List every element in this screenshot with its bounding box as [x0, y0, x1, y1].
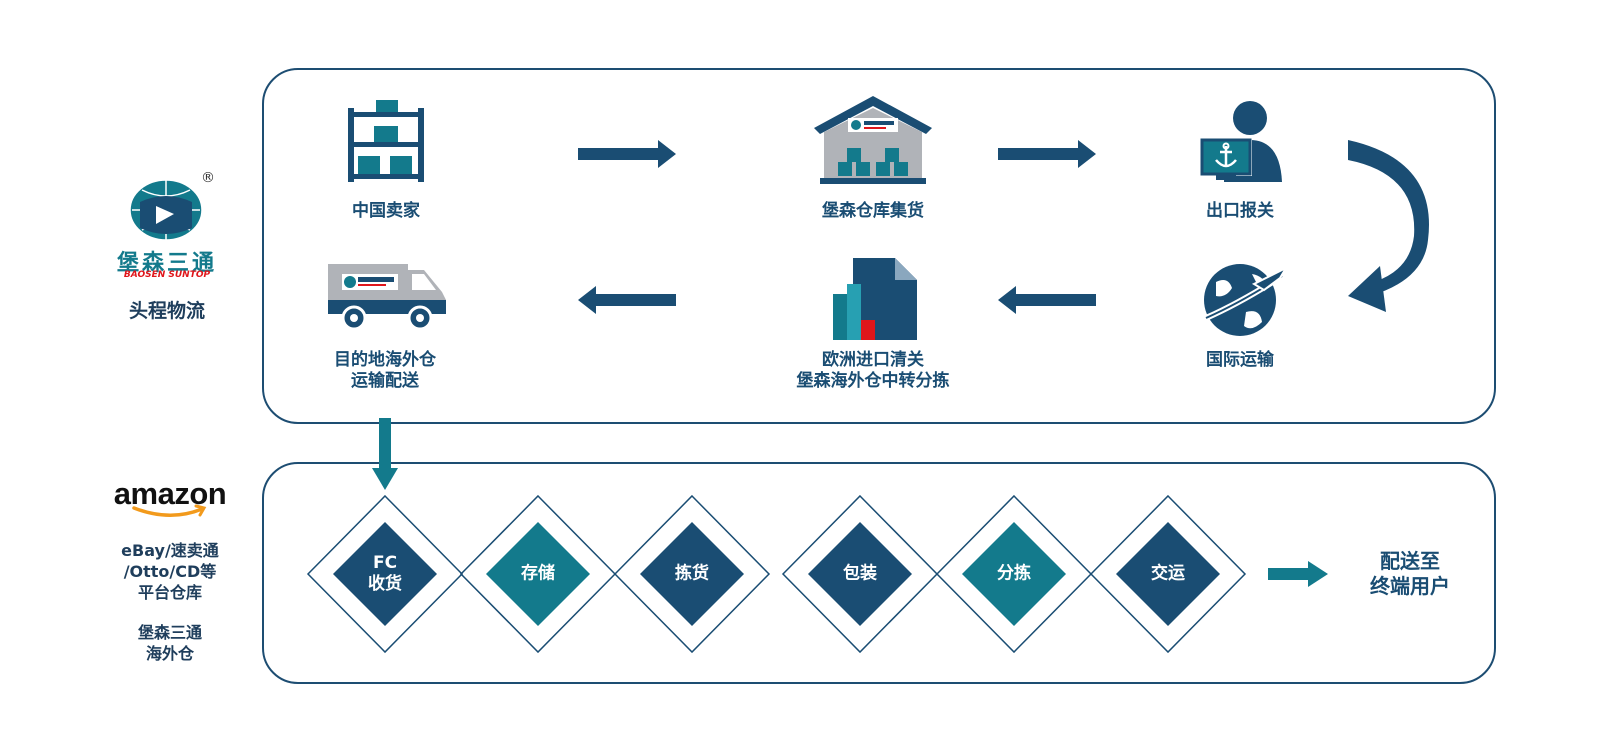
end-user-line-2: 终端用户: [1370, 574, 1450, 598]
section-label-first-mile: 头程物流: [128, 300, 205, 322]
step-packing-label: 包装: [843, 563, 877, 584]
end-user-line-1: 配送至: [1380, 549, 1440, 573]
diamond-fc-receiving: [306, 494, 464, 654]
arrow-left-icon: [998, 286, 1096, 314]
diamond-packing: [781, 494, 939, 654]
platform-line-1: eBay/速卖通: [121, 541, 219, 560]
platform-line-2: /Otto/CD等: [123, 562, 217, 581]
amazon-logo: amazon: [113, 476, 227, 511]
overseas-warehouse-line-1: 堡森三通: [137, 623, 202, 642]
step-destination-line-1: 目的地海外仓: [334, 350, 436, 370]
step-handover-label: 交运: [1151, 563, 1185, 584]
step-fc-line-2: 收货: [368, 574, 402, 594]
customs-document-icon: [833, 258, 917, 340]
diamond-picking: [613, 494, 771, 654]
shelf-icon: [348, 100, 424, 182]
step-eu-clearance-line-1: 欧洲进口清关: [822, 350, 924, 370]
arrow-to-end-user-icon: [1268, 561, 1328, 587]
step-fc-receiving-label: FC 收货: [368, 553, 402, 595]
step-china-seller: 中国卖家: [352, 201, 420, 221]
overseas-warehouse-line-2: 海外仓: [145, 644, 194, 663]
globe-plane-icon: [1204, 264, 1289, 336]
baosen-globe-logo-icon: [129, 179, 203, 241]
arrow-down-icon: [372, 418, 398, 490]
logo-text-en: BAOSEN SUNTOP: [123, 270, 211, 280]
step-warehouse-consolidation: 堡森仓库集货: [822, 201, 924, 221]
overseas-warehouse-panel: [262, 462, 1496, 684]
step-storage-label: 存储: [521, 563, 555, 584]
step-eu-clearance-line-2: 堡森海外仓中转分拣: [796, 371, 950, 391]
diamond-storage: [459, 494, 617, 654]
step-international-shipping: 国际运输: [1206, 350, 1274, 370]
step-picking-label: 拣货: [675, 563, 709, 584]
diamond-handover: [1089, 494, 1247, 654]
platform-line-3: 平台仓库: [137, 583, 202, 602]
registered-mark: ®: [201, 170, 215, 186]
arrow-right-icon: [998, 140, 1096, 168]
diamond-sorting: [935, 494, 1093, 654]
step-sorting-label: 分拣: [997, 563, 1031, 584]
arrow-right-icon: [578, 140, 676, 168]
first-mile-panel: [262, 68, 1496, 424]
customs-officer-icon: [1200, 101, 1282, 182]
logo-text-cn: 堡森三通: [116, 251, 217, 276]
curved-arrow-down-icon: [1348, 140, 1429, 312]
step-destination-line-2: 运输配送: [351, 371, 419, 391]
warehouse-icon: [814, 96, 932, 184]
step-fc-line-1: FC: [372, 553, 398, 573]
step-export-customs: 出口报关: [1206, 201, 1274, 221]
amazon-smile-icon: [132, 504, 207, 517]
delivery-truck-icon: [328, 264, 446, 331]
arrow-left-icon: [578, 286, 676, 314]
